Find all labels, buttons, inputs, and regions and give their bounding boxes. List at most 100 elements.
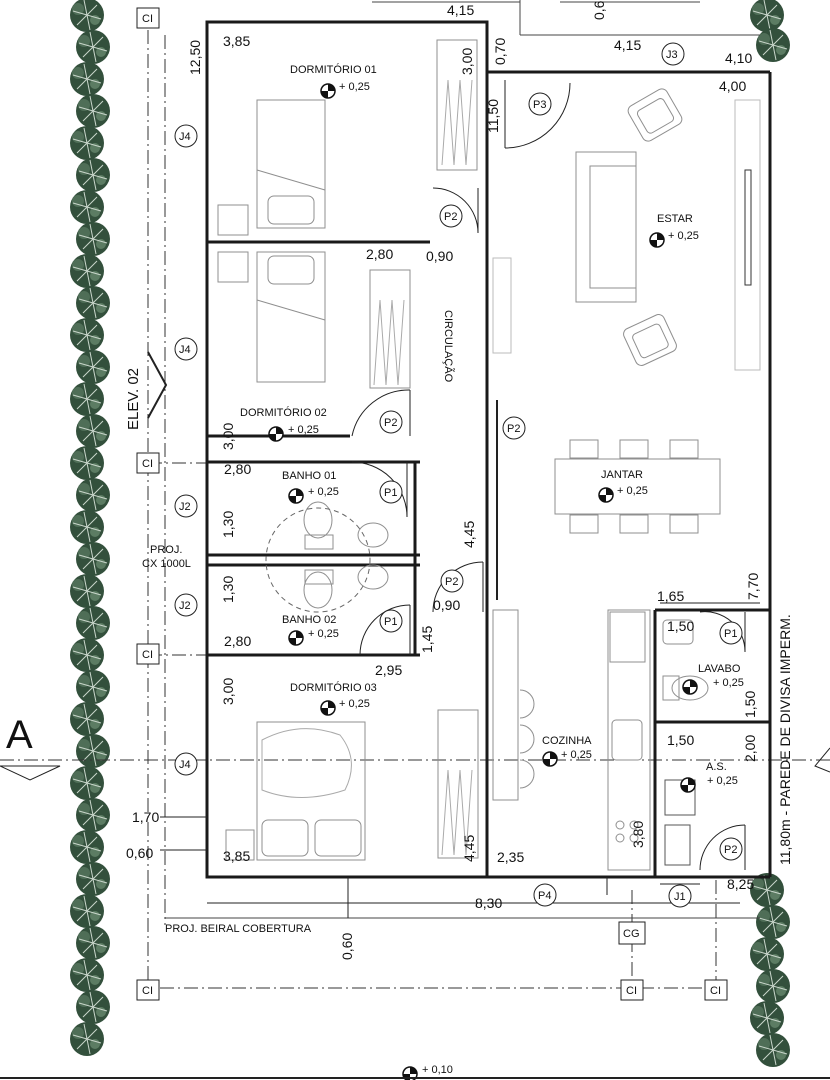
tree-icon [75, 925, 111, 961]
tag-j3: J3 [666, 49, 678, 61]
dim-300-c: 3,00 [220, 678, 236, 705]
tree-icon [749, 1000, 785, 1036]
room-label-dorm3: DORMITÓRIO 03 [290, 681, 377, 694]
dim-145: 1,45 [419, 626, 435, 653]
tag-p2-c: P2 [507, 423, 520, 435]
tank [664, 824, 691, 866]
tree-icon [75, 413, 111, 449]
level-marker-icon [680, 777, 696, 793]
level-estar: + 0,25 [668, 230, 699, 242]
level-labels: + 0,25 + 0,25 + 0,25 + 0,25 + 0,25 + 0,2… [288, 81, 744, 1076]
dim-385-bot: 3,85 [223, 848, 250, 864]
room-label-estar: ESTAR [657, 213, 693, 225]
tree-icon [75, 477, 111, 513]
dimension-lines [160, 602, 760, 918]
bed-dorm2 [256, 251, 326, 383]
tree-icon [69, 957, 105, 993]
level-markers [268, 83, 698, 1080]
dim-130-b: 1,30 [220, 576, 236, 603]
water-tank-projection [265, 507, 371, 613]
tree-icon [69, 701, 105, 737]
tree-icon [755, 27, 791, 63]
tag-p4: P4 [538, 890, 551, 902]
level-banho1: + 0,25 [308, 486, 339, 498]
cg-label: CG [623, 928, 640, 940]
tree-icon [69, 509, 105, 545]
dim-415-mid: 4,15 [614, 37, 641, 53]
tree-icon [69, 765, 105, 801]
armchair-2 [623, 314, 677, 366]
room-label-circulacao: CIRCULAÇÃO [442, 310, 455, 383]
section-arrow-left [0, 765, 61, 781]
ci-label-3: CI [142, 649, 153, 661]
room-labels: DORMITÓRIO 01 DORMITÓRIO 02 DORMITÓRIO 0… [240, 63, 741, 773]
room-label-cozinha: COZINHA [542, 735, 592, 747]
tree-icon [69, 381, 105, 417]
tag-j2-a: J2 [179, 501, 191, 513]
tag-p1-b: P1 [384, 616, 397, 628]
elevation-label: ELEV. 02 [125, 368, 142, 430]
note-cx: CX 1000L [142, 558, 191, 570]
dim-300-b: 3,00 [220, 423, 236, 450]
wardrobe-dorm1 [436, 39, 478, 171]
dimension-labels: 4,15 4,15 4,10 4,00 3,85 3,85 12,50 3,00… [126, 0, 761, 960]
tag-p2-d: P2 [445, 576, 458, 588]
sink-banho1 [357, 522, 389, 548]
tag-p1-a: P1 [384, 487, 397, 499]
tree-icon [69, 893, 105, 929]
tag-p3: P3 [533, 99, 546, 111]
walls [205, 20, 772, 879]
level-lavabo: + 0,25 [713, 677, 744, 689]
ci-label-5: CI [626, 985, 637, 997]
toilet-banho1 [303, 501, 333, 539]
level-dorm2: + 0,25 [288, 424, 319, 436]
tree-icon [69, 317, 105, 353]
room-label-dorm1: DORMITÓRIO 01 [290, 63, 377, 76]
toilet-lavabo [671, 675, 709, 701]
tree-icon [69, 637, 105, 673]
tree-icon [69, 0, 105, 33]
tree-icon [755, 968, 791, 1004]
level-marker-icon [649, 232, 665, 248]
level-marker-icon [320, 700, 336, 716]
tag-p2-b: P2 [384, 417, 397, 429]
level-marker-icon [542, 751, 558, 767]
room-label-dorm2: DORMITÓRIO 02 [240, 406, 327, 419]
tree-icon [75, 349, 111, 385]
sink-banho2 [357, 564, 389, 590]
dim-090-a: 0,90 [426, 248, 453, 264]
tree-icon [749, 936, 785, 972]
dim-235: 2,35 [497, 849, 524, 865]
room-label-as: A.S. [706, 761, 727, 773]
level-marker-icon [268, 426, 284, 442]
bed-dorm3 [256, 721, 366, 861]
dim-830: 8,30 [475, 895, 502, 911]
wardrobe-dorm3 [437, 709, 479, 859]
level-marker-icon [288, 488, 304, 504]
tree-icon [75, 221, 111, 257]
dim-770: 7,70 [745, 573, 761, 600]
elevation-marker: ELEV. 02 [125, 351, 168, 430]
dim-300-a: 3,00 [459, 48, 475, 75]
tree-icon [75, 989, 111, 1025]
tree-icon [75, 285, 111, 321]
tree-icon [69, 125, 105, 161]
level-marker-icon [320, 83, 336, 99]
tree-icon [69, 253, 105, 289]
level-dorm1: + 0,25 [339, 81, 370, 93]
room-label-banho1: BANHO 01 [282, 470, 336, 482]
level-marker-icon [682, 679, 698, 695]
dim-150-b: 1,50 [742, 691, 758, 718]
notes: PROJ. CX 1000L PROJ. BEIRAL COBERTURA 11… [142, 544, 793, 935]
dim-400: 4,00 [719, 78, 746, 94]
tree-icon [75, 157, 111, 193]
dim-295: 2,95 [375, 662, 402, 678]
dim-825: 8,25 [727, 876, 754, 892]
dining-table [554, 458, 721, 515]
dim-060-b: 0,60 [339, 933, 355, 960]
dim-060-a: 0,60 [126, 845, 153, 861]
dim-280-c: 2,80 [224, 633, 251, 649]
tree-icon [69, 189, 105, 225]
tv-panel [744, 169, 752, 286]
